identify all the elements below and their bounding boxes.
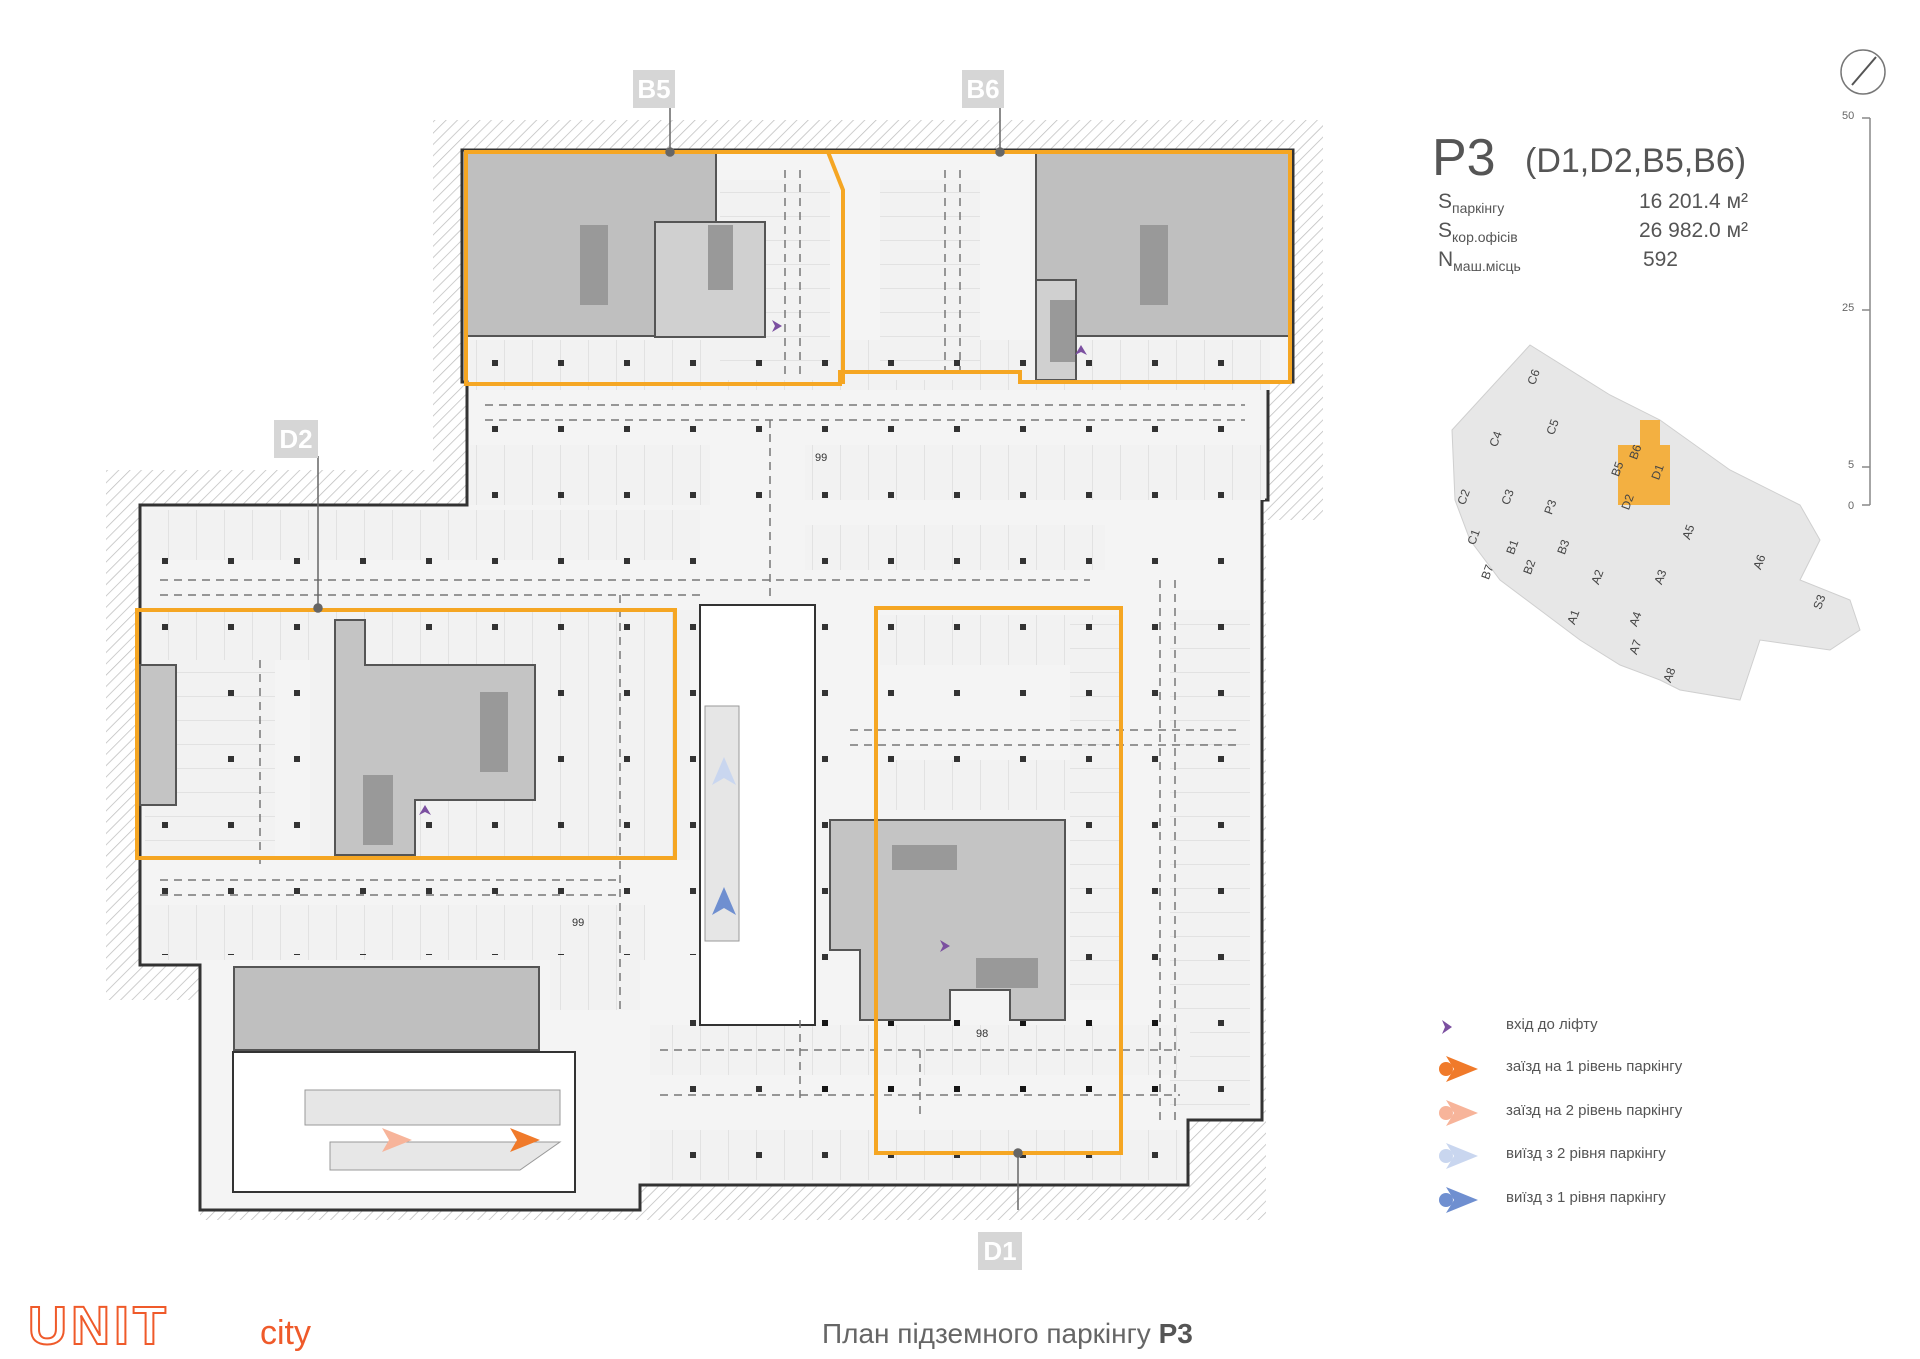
tag-d2: D2 (274, 420, 318, 458)
space-number: 98 (976, 1028, 989, 1040)
stat-label: S (1438, 190, 1453, 213)
stat-value: 16 201.4 м² (1638, 190, 1748, 213)
legend-text: вхід до ліфту (1506, 1016, 1598, 1033)
page-title-level: P3 (1158, 1318, 1193, 1349)
legend-exit-level2: виїзд з 2 рівня паркінгу (1436, 1141, 1776, 1171)
stat-value: 592 (1642, 248, 1678, 271)
lift-entry-markers (419, 320, 1087, 952)
scale-label: 0 (1848, 500, 1855, 512)
stat-parking-spaces: Nмаш.місць 592 (1438, 248, 1748, 276)
scale-label: 5 (1848, 459, 1855, 471)
logo-suffix: city (260, 1314, 311, 1352)
exit-level1-arrow-icon (1439, 1187, 1478, 1213)
exit-level2-arrow-icon (1439, 1143, 1478, 1169)
tag-b6: B6 (962, 70, 1004, 108)
buildings (139, 152, 1291, 1051)
stat-label-sub: кор.офісів (1452, 229, 1518, 246)
scale-label: 50 (1842, 110, 1855, 122)
ramp-arrows (382, 757, 736, 1152)
logo-brand: UNIT (28, 1302, 170, 1354)
scale-label: 25 (1842, 302, 1855, 314)
legend-text: виїзд з 1 рівня паркінгу (1506, 1189, 1666, 1206)
unit-logo-mark: UNIT city (27, 1295, 311, 1357)
legend-entry-level1: заїзд на 1 рівень паркінгу (1436, 1054, 1776, 1084)
stat-parking-area: Sпаркінгу 16 201.4 м² (1438, 190, 1748, 218)
aisles (160, 170, 1245, 1120)
tag-leaders (313, 108, 1023, 1210)
legend-lift-entry: вхід до ліфту (1436, 1012, 1776, 1042)
stat-label: S (1438, 219, 1453, 242)
legend-text: заїзд на 1 рівень паркінгу (1506, 1058, 1683, 1075)
tag-d1: D1 (978, 1232, 1022, 1270)
space-number: 99 (572, 917, 585, 929)
legend-entry-level2: заїзд на 2 рівень паркінгу (1436, 1098, 1776, 1128)
entry-level2-arrow-icon (1439, 1100, 1478, 1126)
unit-city-logo: UNIT city (27, 1295, 358, 1359)
legend-text: виїзд з 2 рівня паркінгу (1506, 1145, 1666, 1162)
stat-office-area: Sкор.офісів 26 982.0 м² (1438, 219, 1748, 247)
lift-entry-icon (1442, 1020, 1452, 1034)
stats-title: P3 (1432, 129, 1496, 187)
scale-bar (1862, 117, 1871, 506)
north-compass-icon (1840, 49, 1886, 95)
entry-level1-arrow-icon (1439, 1056, 1478, 1082)
space-number: 99 (815, 452, 828, 464)
legend-exit-level1: виїзд з 1 рівня паркінгу (1436, 1185, 1776, 1215)
stat-value: 26 982.0 м² (1638, 219, 1748, 242)
stats-subtitle: (D1,D2,B5,B6) (1525, 142, 1747, 180)
highlight-outlines (135, 150, 1292, 1155)
stat-label-sub: маш.місць (1453, 258, 1521, 275)
tag-b5: B5 (633, 70, 675, 108)
page-title: План підземного паркінгу P3 (822, 1318, 1193, 1350)
page-title-text: План підземного паркінгу (822, 1318, 1159, 1349)
stat-label-sub: паркінгу (1452, 200, 1505, 217)
stat-label: N (1438, 248, 1454, 271)
legend-text: заїзд на 2 рівень паркінгу (1506, 1102, 1683, 1119)
site-keymap (1451, 344, 1861, 701)
ramps (232, 604, 816, 1193)
